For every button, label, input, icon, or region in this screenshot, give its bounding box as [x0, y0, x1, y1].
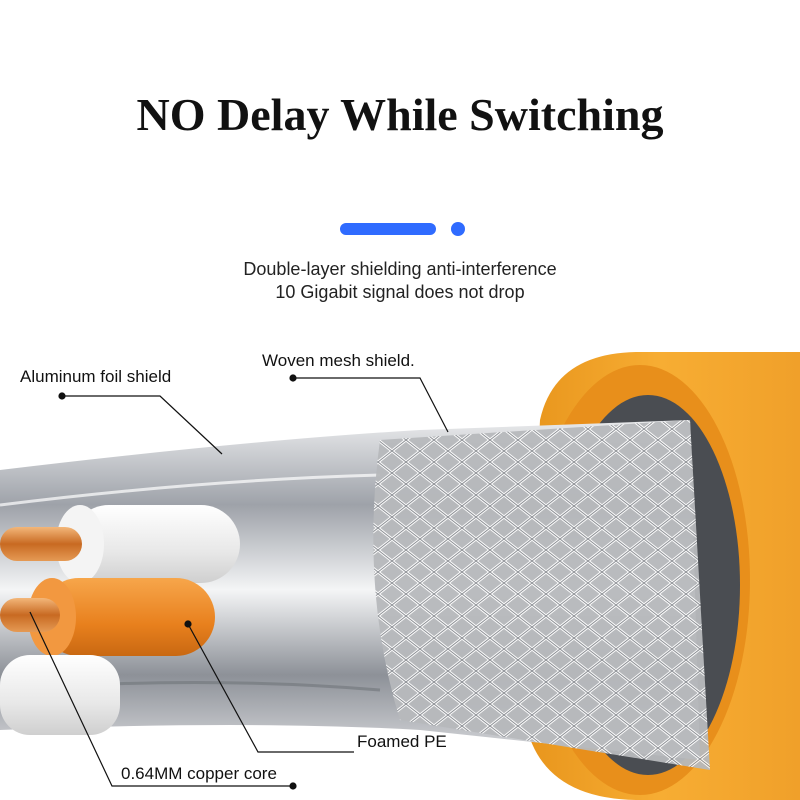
- callout-copper-core: 0.64MM copper core: [121, 764, 277, 783]
- subtitle-line-2: 10 Gigabit signal does not drop: [275, 282, 525, 302]
- callout-foamed-pe: Foamed PE: [357, 732, 447, 751]
- callout-aluminum-foil: Aluminum foil shield: [20, 367, 172, 386]
- mesh-shield: [373, 420, 710, 770]
- twisted-pairs: [0, 505, 240, 735]
- accent-dot: [451, 222, 465, 236]
- cable-illustration: [0, 352, 800, 800]
- accent-bar: [340, 223, 436, 235]
- feature-subtitle: Double-layer shielding anti-interference…: [0, 258, 800, 304]
- accent-divider: [340, 222, 470, 237]
- subtitle-line-1: Double-layer shielding anti-interference: [243, 259, 557, 279]
- page-title: NO Delay While Switching: [136, 89, 664, 140]
- callout-woven-mesh: Woven mesh shield.: [262, 351, 415, 370]
- callout-lines: [29, 374, 449, 790]
